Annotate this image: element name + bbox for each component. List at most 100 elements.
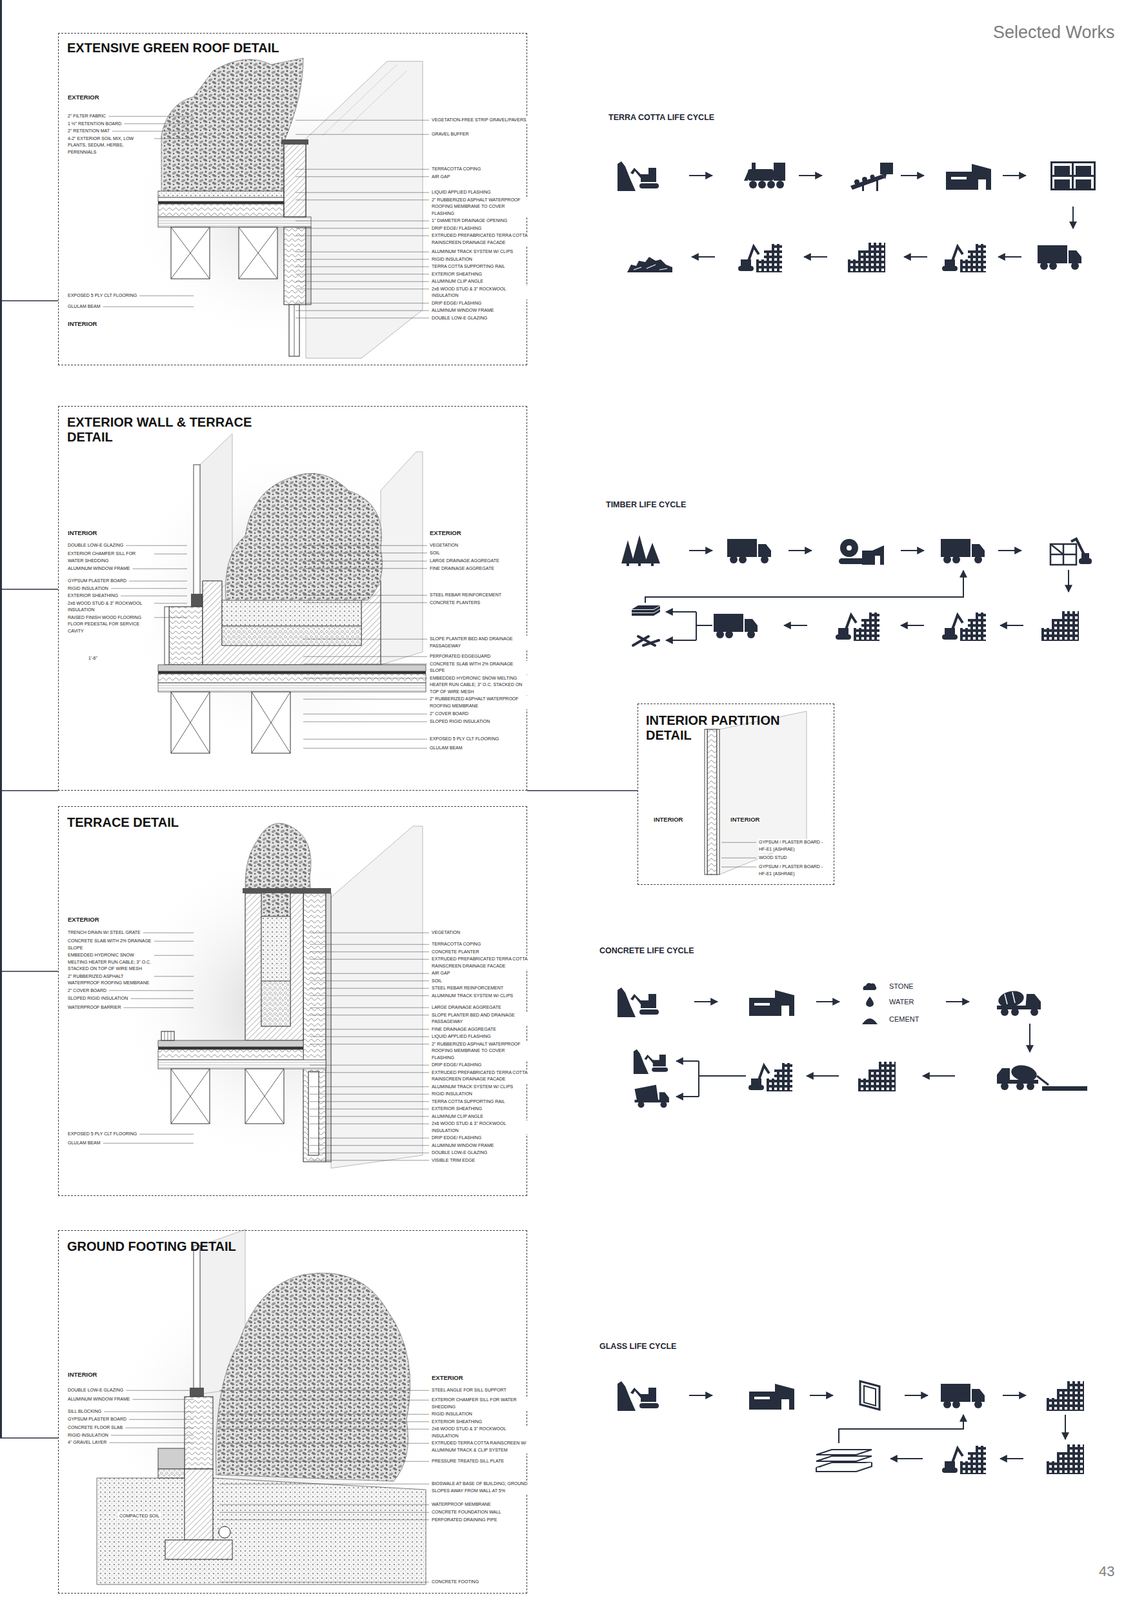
leader-line: [154, 602, 188, 604]
concrete-lifecycle-part: [694, 1000, 718, 1003]
leader-line: [123, 123, 194, 124]
concrete-lifecycle-part: [945, 1000, 970, 1003]
concrete-lifecycle-part: [634, 1084, 670, 1108]
concrete-lifecycle-part: [816, 1000, 840, 1003]
leader-line: [309, 944, 430, 945]
concrete-lifecycle-part: [863, 982, 877, 990]
side-header: INTERIOR: [67, 529, 98, 537]
timber-lifecycle-part: [783, 624, 808, 626]
timber-lifecycle-part: [696, 611, 713, 641]
terrace-section-part: [303, 893, 326, 1162]
leader-line: [219, 1399, 430, 1401]
leader-line: [309, 1123, 430, 1125]
concrete-lifecycle-part: [749, 989, 795, 1016]
margin-rule: [0, 0, 638, 1438]
margin-rule-part-part: [0, 789, 59, 792]
leader-line: [295, 310, 430, 312]
leader-line: [309, 1085, 430, 1087]
green-roof-section-part: [283, 143, 306, 217]
callout-label: FINE DRAINAGE AGGREGATE: [431, 1025, 497, 1034]
callout-label: ALUMINUM CLIP ANGLE: [431, 278, 484, 286]
leader-line: [309, 973, 430, 974]
callout-label: 2x6 WOOD STUD & 3" ROCKWOOL INSULATION: [67, 600, 153, 614]
callout-label: BIOSWALE AT BASE OF BUILDING; GROUND SLO…: [431, 1480, 530, 1494]
leader-line: [219, 1504, 430, 1505]
leader-line: [219, 1413, 430, 1415]
callout-label: FINE DRAINAGE AGGREGATE: [429, 565, 495, 573]
leader-line: [295, 169, 430, 170]
timber-lifecycle-part: [621, 534, 661, 566]
leader-line: [295, 199, 430, 201]
timber-lifecycle-part: [665, 639, 697, 641]
callout-label: STEEL ANGLE FOR SILL SUPPORT: [431, 1386, 508, 1394]
leader-line: [219, 1518, 430, 1520]
leader-line: [109, 1442, 194, 1443]
green-roof-section-part: [289, 304, 300, 357]
leader-line: [154, 954, 194, 956]
callout-label: EXTERIOR CHAMFER SILL FOR WATER SHEDDING: [431, 1396, 530, 1410]
leader-line: [125, 1389, 194, 1391]
callout-label: TRENCH DRAIN W/ STEEL GRATE: [67, 929, 142, 937]
terracotta-lifecycle-part: [1002, 174, 1026, 177]
leader-line: [110, 1434, 194, 1436]
leader-line: [125, 1427, 194, 1428]
callout-label: RIGID INSULATION: [67, 585, 110, 593]
footing-section: [96, 1229, 439, 1585]
leader-line: [303, 677, 428, 679]
detail-title: EXTERIOR WALL & TERRACE DETAIL: [67, 414, 287, 445]
leader-line: [129, 580, 188, 582]
leader-line: [309, 1137, 430, 1139]
timber-lifecycle-part: [689, 549, 713, 552]
terracotta-lifecycle-part: [900, 174, 925, 177]
leader-line: [295, 134, 430, 135]
callout-label: CONCRETE FLOOR SLAB: [67, 1424, 124, 1432]
terrace-section: [116, 823, 439, 1169]
terrace-section-part: [158, 1049, 304, 1060]
leader-line: [309, 1071, 430, 1073]
callout-label: ALUMINUM TRACK SYSTEM W/ CLIPS: [431, 992, 514, 1000]
partition-section-part: [704, 729, 708, 875]
leader-line: [295, 317, 430, 319]
callout-label: 1 ½" RETENTION BOARD: [67, 120, 122, 128]
leader-line: [303, 552, 428, 553]
leader-line: [295, 192, 430, 193]
side-header: INTERIOR: [652, 815, 684, 823]
glass-lifecycle-part: [940, 1383, 985, 1408]
lifecycle-title: TERRA COTTA LIFE CYCLE: [608, 112, 715, 122]
terrace-section-part: [158, 1046, 304, 1050]
leader-line: [295, 273, 430, 275]
glass-lifecycle-part: [617, 1380, 659, 1411]
terracotta-lifecycle-part: [1072, 206, 1074, 229]
terracotta-lifecycle-part: [1050, 161, 1096, 191]
callout-label: ALUMINUM TRACK SYSTEM W/ CLIPS: [431, 248, 514, 256]
detail-title: GROUND FOOTING DETAIL: [67, 1238, 237, 1254]
leader-line: [295, 258, 430, 260]
callout-label: ALUMINUM WINDOW FRAME: [431, 1142, 495, 1150]
leader-line: [309, 1064, 430, 1066]
lifecycle-title: TIMBER LIFE CYCLE: [605, 500, 686, 510]
callout-label: EXPOSED 5 PLY CLT FLOORING: [67, 1130, 138, 1138]
leader-line: [309, 958, 430, 960]
terracotta-lifecycle: [617, 161, 1096, 273]
callout-label: ALUMINUM WINDOW FRAME: [431, 307, 495, 315]
callout-label: 4-2" EXTERIOR SOIL MIX, LOW PLANTS, SEDU…: [67, 135, 153, 157]
leader-line: [309, 1014, 430, 1015]
callout-label: LIQUID APPLIED FLASHING: [431, 189, 492, 197]
callout-label: 2" RUBBERIZED ASPHALT WATERPROOF ROOFING…: [431, 1040, 530, 1062]
terrace-section-part: [161, 1031, 175, 1041]
callout-label: EXTRUDED PREFABRICATED TERRA COTTA RAINS…: [431, 232, 530, 246]
concrete-lifecycle-part: [922, 1074, 955, 1077]
glass-lifecycle-part: [816, 1449, 872, 1472]
leader-line: [295, 227, 430, 229]
glass-lifecycle-part: [860, 1380, 880, 1410]
callout-label: 2x6 WOOD STUD & 3" ROCKWOOL INSULATION: [431, 285, 530, 300]
leader-line: [219, 1428, 430, 1430]
leader-line: [303, 560, 428, 562]
callout-label: GYPSUM PLASTER BOARD: [67, 1415, 128, 1423]
wall-terrace-section-part: [170, 691, 291, 754]
timber-lifecycle: [621, 534, 1092, 646]
callout-label: 2" RUBBERIZED ASPHALT WATERPROOF ROOFING…: [429, 695, 528, 710]
side-header: INTERIOR: [729, 815, 761, 823]
footing-section-part: [218, 1526, 231, 1538]
